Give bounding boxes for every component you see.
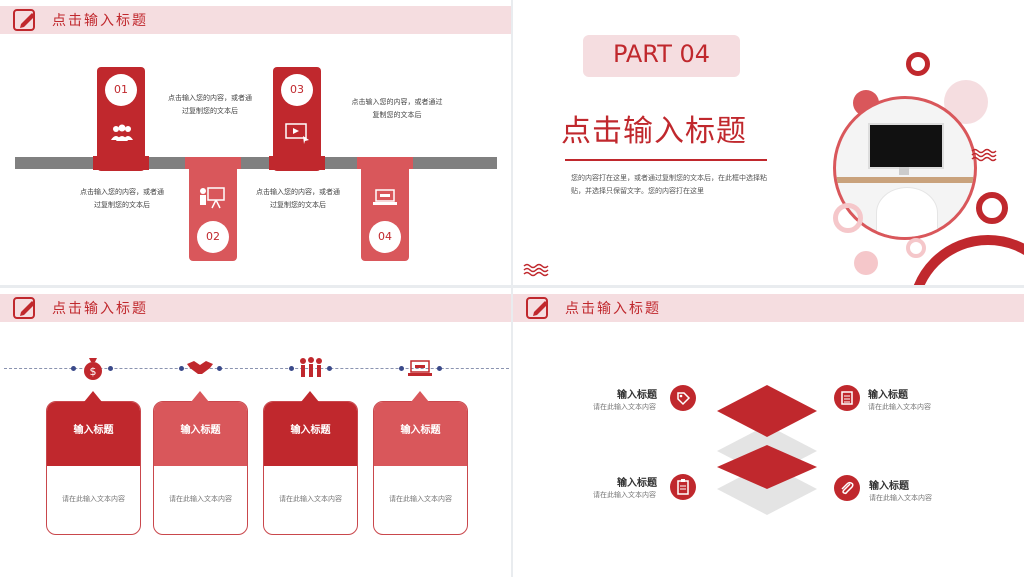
decor-ring — [976, 192, 1008, 224]
wave-icon — [523, 263, 549, 277]
part-badge — [583, 35, 740, 77]
slide-title: 点击输入标题 — [52, 301, 148, 317]
paperclip-icon — [841, 481, 854, 495]
wave-icon — [971, 148, 997, 162]
clipboard-icon — [677, 479, 689, 495]
section-body: 您的内容打在这里，或者通过复制您的文本后，在此框中选择粘贴，并选择只保留文字。您… — [571, 174, 767, 195]
dotted-line — [4, 368, 509, 369]
item-badge[interactable] — [670, 474, 696, 500]
item-text: 请在此输入文本内容 — [593, 491, 656, 499]
step-text: 点击输入您的内容，或者通过复制您的文本后 — [351, 98, 443, 119]
card-text: 请在此输入文本内容 — [279, 495, 342, 503]
laptop-icon — [408, 360, 432, 376]
dot — [399, 366, 404, 371]
slide-3[interactable]: 点击输入标题 $ 输入标题 请在此输入文本内容 输入标题 请在此输入文本内容 输… — [0, 288, 511, 577]
team-icon — [300, 357, 322, 377]
video-icon — [285, 123, 309, 144]
dot — [289, 366, 294, 371]
timeline-bar — [15, 157, 497, 169]
step-text: 点击输入您的内容，或者通过复制您的文本后 — [256, 188, 340, 209]
card-header: 输入标题 — [264, 402, 357, 466]
desk-photo — [833, 96, 977, 240]
card-pointer — [191, 391, 209, 402]
info-card[interactable]: 输入标题 请在此输入文本内容 — [373, 401, 468, 535]
money-bag-icon: $ — [84, 358, 102, 380]
edit-icon — [13, 297, 35, 319]
card-text: 请在此输入文本内容 — [169, 495, 232, 503]
card-header: 输入标题 — [47, 402, 140, 466]
step-tab-04-base — [357, 157, 413, 169]
decor-arc — [908, 235, 1024, 285]
decor-ring — [906, 52, 930, 76]
item-title: 输入标题 — [617, 390, 657, 401]
item-title: 输入标题 — [617, 478, 657, 489]
card-text: 请在此输入文本内容 — [62, 495, 125, 503]
calculator-icon — [841, 391, 853, 405]
layer-shape — [717, 385, 817, 437]
dot — [437, 366, 442, 371]
card-text: 请在此输入文本内容 — [389, 495, 452, 503]
layer-shape — [717, 445, 817, 489]
slide-title: 点击输入标题 — [565, 301, 661, 317]
step-text: 点击输入您的内容，或者通过复制您的文本后 — [168, 94, 252, 115]
slide-header: 点击输入标题 — [0, 6, 511, 34]
tag-icon — [677, 392, 691, 406]
handshake-icon — [187, 361, 213, 374]
card-header: 输入标题 — [374, 402, 467, 466]
item-text: 请在此输入文本内容 — [593, 403, 656, 411]
item-badge[interactable] — [834, 385, 860, 411]
presenter-icon — [200, 187, 225, 209]
step-number: 02 — [197, 221, 229, 253]
desk — [836, 177, 974, 183]
edit-icon — [13, 9, 35, 31]
monitor — [868, 123, 944, 169]
slide-header: 点击输入标题 — [0, 294, 511, 322]
slide-header: 点击输入标题 — [513, 294, 1024, 322]
slide-4[interactable]: 点击输入标题 输入标题 请在此输入文本内容 输入标题 请在此输入文本内容 输入标… — [513, 288, 1024, 577]
section-title: 点击输入标题 — [561, 114, 747, 149]
decor-circle — [854, 251, 878, 275]
item-title: 输入标题 — [869, 481, 909, 492]
step-tab-03-base — [269, 156, 325, 170]
dot — [217, 366, 222, 371]
card-pointer — [411, 391, 429, 402]
slide-title: 点击输入标题 — [52, 13, 148, 29]
laptop-icon — [373, 189, 397, 205]
stacked-layers — [717, 385, 817, 515]
slide-1[interactable]: 点击输入标题 01 点击输入您的内容，或者通过复制您的文本后 02 点击输入您的… — [0, 0, 511, 285]
title-underline — [565, 159, 767, 161]
chair — [876, 187, 938, 237]
step-tab-02-base — [185, 157, 241, 169]
people-icon — [111, 124, 133, 141]
svg-text:$: $ — [90, 365, 97, 378]
info-card[interactable]: 输入标题 请在此输入文本内容 — [46, 401, 141, 535]
decor-ring — [833, 203, 863, 233]
dot — [179, 366, 184, 371]
item-text: 请在此输入文本内容 — [868, 403, 931, 411]
monitor-stand — [899, 167, 909, 175]
step-number: 04 — [369, 221, 401, 253]
card-pointer — [301, 391, 319, 402]
part-label: PART 04 — [612, 40, 711, 68]
item-title: 输入标题 — [868, 390, 908, 401]
decor-ring — [906, 238, 926, 258]
item-badge[interactable] — [670, 385, 696, 411]
step-text: 点击输入您的内容，或者通过复制您的文本后 — [80, 188, 164, 209]
slide-2[interactable]: PART 04 点击输入标题 您的内容打在这里，或者通过复制您的文本后，在此框中… — [513, 0, 1024, 285]
info-card[interactable]: 输入标题 请在此输入文本内容 — [153, 401, 248, 535]
dot — [71, 366, 76, 371]
info-card[interactable]: 输入标题 请在此输入文本内容 — [263, 401, 358, 535]
item-badge[interactable] — [834, 475, 860, 501]
step-number: 03 — [281, 74, 313, 106]
dot — [108, 366, 113, 371]
item-text: 请在此输入文本内容 — [869, 494, 932, 502]
dot — [327, 366, 332, 371]
edit-icon — [526, 297, 548, 319]
card-pointer — [84, 391, 102, 402]
step-tab-01-base — [93, 156, 149, 170]
step-number: 01 — [105, 74, 137, 106]
card-header: 输入标题 — [154, 402, 247, 466]
